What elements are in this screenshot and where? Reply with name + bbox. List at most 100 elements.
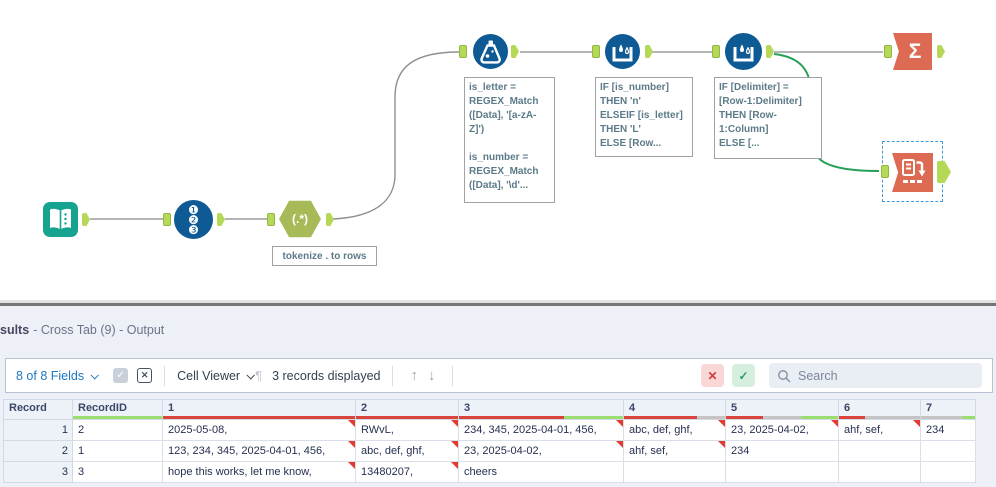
- regex-icon: (.*): [292, 212, 308, 226]
- row-number-cell[interactable]: 3: [3, 461, 73, 483]
- whitespace-toggle-icon[interactable]: ¶: [255, 368, 263, 383]
- data-quality-bar: [163, 416, 355, 419]
- data-quality-bar: [839, 416, 920, 419]
- cell-flag-triangle-icon: [451, 420, 458, 427]
- input-data-output-anchor[interactable]: [82, 213, 90, 226]
- cell[interactable]: 3: [72, 461, 163, 483]
- cell-flag-triangle-icon: [451, 462, 458, 469]
- row-number-cell[interactable]: 2: [3, 440, 73, 462]
- cell-flag-triangle-icon: [616, 441, 623, 448]
- cell[interactable]: 1: [72, 440, 163, 462]
- panel-divider: [0, 300, 996, 303]
- formula-input-anchor[interactable]: [459, 45, 467, 58]
- formula-tool[interactable]: [473, 34, 508, 69]
- crosstab-output-anchor[interactable]: [937, 161, 951, 183]
- results-toolbar: 8 of 8 Fields ✓ ✕ Cell Viewer ¶ 3 record…: [5, 358, 993, 393]
- summarize-tool[interactable]: Σ: [893, 33, 932, 70]
- cell[interactable]: abc, def, ghf,: [355, 440, 459, 462]
- cell[interactable]: 13480207,: [355, 461, 459, 483]
- data-quality-bar: [73, 416, 162, 419]
- cell[interactable]: RWvL,: [355, 419, 459, 441]
- data-quality-bar: [459, 416, 623, 419]
- search-box[interactable]: [769, 363, 982, 388]
- cell[interactable]: 23, 2025-04-02,: [725, 419, 839, 441]
- cell-flag-triangle-icon: [831, 420, 838, 427]
- cell[interactable]: [920, 461, 976, 483]
- cell[interactable]: 234: [920, 419, 976, 441]
- scroll-down-icon[interactable]: ↓: [427, 367, 436, 384]
- deselect-fields-icon[interactable]: ✕: [137, 368, 153, 383]
- scroll-up-icon[interactable]: ↑: [410, 367, 418, 384]
- workflow-canvas[interactable]: ❶ ❷ ❸ (.*) tokenize . to rows is_letter …: [0, 0, 996, 300]
- search-input[interactable]: [798, 368, 968, 383]
- column-header-5[interactable]: 5: [725, 399, 839, 420]
- results-title-rest: - Cross Tab (9) - Output: [33, 323, 165, 337]
- cell-flag-triangle-icon: [348, 420, 355, 427]
- multirow2-input-anchor[interactable]: [712, 45, 720, 58]
- clear-filter-button[interactable]: ✕: [701, 364, 724, 387]
- chevron-down-icon: [246, 370, 256, 380]
- record-id-tool[interactable]: ❶ ❷ ❸: [174, 200, 213, 239]
- column-header-4[interactable]: 4: [623, 399, 726, 420]
- cell-flag-triangle-icon: [913, 420, 920, 427]
- toolbar-divider: [164, 365, 166, 386]
- regex-annotation[interactable]: tokenize . to rows: [272, 246, 377, 266]
- cell[interactable]: 234, 345, 2025-04-01, 456,: [458, 419, 624, 441]
- formula-output-anchor[interactable]: [511, 45, 519, 58]
- cell[interactable]: [725, 461, 839, 483]
- regex-output-anchor[interactable]: [326, 213, 334, 226]
- flask-icon: [480, 40, 501, 64]
- column-header-7[interactable]: 7: [920, 399, 976, 420]
- column-header-record[interactable]: Record: [3, 399, 73, 420]
- multirow1-annotation[interactable]: IF [is_number] THEN 'n' ELSEIF [is_lette…: [595, 77, 693, 157]
- fields-dropdown[interactable]: 8 of 8 Fields: [16, 369, 100, 383]
- input-data-tool[interactable]: [43, 202, 78, 237]
- column-header-2[interactable]: 2: [355, 399, 459, 420]
- multirow1-input-anchor[interactable]: [592, 45, 600, 58]
- column-header-6[interactable]: 6: [838, 399, 921, 420]
- cell[interactable]: 2: [72, 419, 163, 441]
- cell[interactable]: [920, 440, 976, 462]
- cell-viewer-dropdown[interactable]: Cell Viewer: [177, 369, 256, 383]
- cell[interactable]: 2025-05-08,: [162, 419, 356, 441]
- select-all-fields-icon[interactable]: ✓: [113, 368, 129, 383]
- cell[interactable]: ahf, sef,: [623, 440, 726, 462]
- data-quality-bar: [921, 416, 975, 419]
- multirow1-output-anchor[interactable]: [645, 45, 653, 58]
- column-header-3[interactable]: 3: [458, 399, 624, 420]
- cell[interactable]: abc, def, ghf,: [623, 419, 726, 441]
- cell-flag-triangle-icon: [348, 462, 355, 469]
- regex-input-anchor[interactable]: [267, 213, 275, 226]
- cross-tab-icon: [902, 159, 926, 183]
- record-id-input-anchor[interactable]: [163, 213, 171, 226]
- crosstab-input-anchor[interactable]: [881, 165, 889, 178]
- cell[interactable]: [838, 461, 921, 483]
- cell[interactable]: 123, 234, 345, 2025-04-01, 456,: [162, 440, 356, 462]
- cell[interactable]: [623, 461, 726, 483]
- cross-tab-tool[interactable]: [892, 153, 933, 192]
- column-header-1[interactable]: 1: [162, 399, 356, 420]
- regex-tool[interactable]: (.*): [279, 200, 321, 238]
- cell[interactable]: 234: [725, 440, 839, 462]
- column-header-recordid[interactable]: RecordID: [72, 399, 163, 420]
- row-number-cell[interactable]: 1: [3, 419, 73, 441]
- cell[interactable]: [838, 440, 921, 462]
- cell[interactable]: ahf, sef,: [838, 419, 921, 441]
- multirow2-output-anchor[interactable]: [766, 45, 774, 58]
- search-icon: [778, 369, 791, 383]
- apply-filter-button[interactable]: ✓: [732, 364, 755, 387]
- formula-annotation[interactable]: is_letter = REGEX_Match ([Data], '[a-zA-…: [464, 77, 555, 203]
- multi-row-formula-tool-1[interactable]: [605, 34, 640, 69]
- panel-divider-handle[interactable]: [0, 303, 996, 306]
- multi-row-formula-tool-2[interactable]: [725, 33, 762, 70]
- data-quality-bar: [726, 416, 838, 419]
- multirow2-annotation[interactable]: IF [Delimiter] = [Row-1:Delimiter] THEN …: [714, 77, 822, 159]
- cell[interactable]: cheers: [458, 461, 624, 483]
- summarize-output-anchor[interactable]: [937, 45, 945, 58]
- record-id-output-anchor[interactable]: [217, 213, 225, 226]
- cell[interactable]: 23, 2025-04-02,: [458, 440, 624, 462]
- cell[interactable]: hope this works, let me know,: [162, 461, 356, 483]
- summarize-input-anchor[interactable]: [884, 45, 892, 58]
